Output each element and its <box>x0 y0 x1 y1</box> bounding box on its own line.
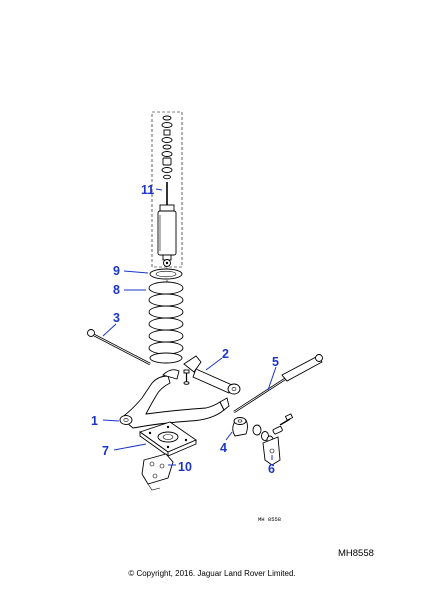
shock-body <box>157 210 177 256</box>
wishbone-arm <box>119 369 230 429</box>
callout-4: 4 <box>220 441 227 455</box>
pivot-bolt <box>87 329 151 366</box>
callout-11: 11 <box>141 183 154 197</box>
spring-mount-bolt <box>183 369 190 385</box>
mounting-bracket <box>262 436 281 466</box>
callout-9: 9 <box>113 264 120 278</box>
callout-1: 1 <box>91 414 98 428</box>
leader-lines <box>102 188 277 466</box>
coil-spring <box>148 281 184 364</box>
clamp-plate <box>141 453 174 491</box>
callout-6: 6 <box>268 462 275 476</box>
copyright-notice: © Copyright, 2016. Jaguar Land Rover Lim… <box>128 569 295 578</box>
drawing-stamp: MH 8558 <box>258 516 281 523</box>
shock-absorber-assembly <box>151 111 183 285</box>
spring-seat <box>149 268 183 280</box>
rubber-bush <box>232 417 248 437</box>
callout-7: 7 <box>102 444 109 458</box>
callout-3: 3 <box>113 311 120 325</box>
callout-8: 8 <box>113 283 120 297</box>
callout-10: 10 <box>178 460 192 474</box>
shock-mount-washers <box>161 115 173 180</box>
callout-labels: 1 2 3 4 5 6 7 8 9 10 11 <box>91 183 279 476</box>
diagram-reference: MH8558 <box>338 548 374 559</box>
radius-link <box>183 355 241 395</box>
spring-pan-plate <box>139 421 197 457</box>
tie-rod <box>233 354 323 414</box>
callout-5: 5 <box>272 355 279 369</box>
exploded-view-box <box>151 111 183 268</box>
shock-dust-cap <box>159 204 175 212</box>
callout-2: 2 <box>222 347 229 361</box>
